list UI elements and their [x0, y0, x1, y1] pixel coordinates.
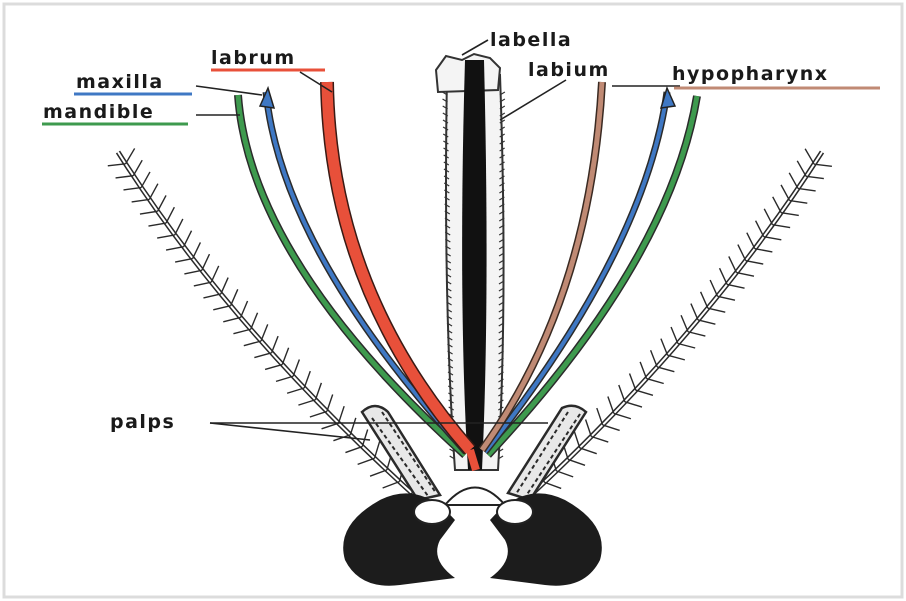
- label-labrum: labrum: [211, 47, 296, 69]
- label-labium: labium: [528, 59, 610, 81]
- label-hypopharynx: hypopharynx: [672, 63, 829, 85]
- label-maxilla: maxilla: [76, 71, 164, 93]
- label-labella: labella: [490, 29, 572, 51]
- labium-core: [462, 60, 486, 470]
- label-palps: palps: [110, 411, 175, 433]
- label-mandible: mandible: [43, 101, 154, 123]
